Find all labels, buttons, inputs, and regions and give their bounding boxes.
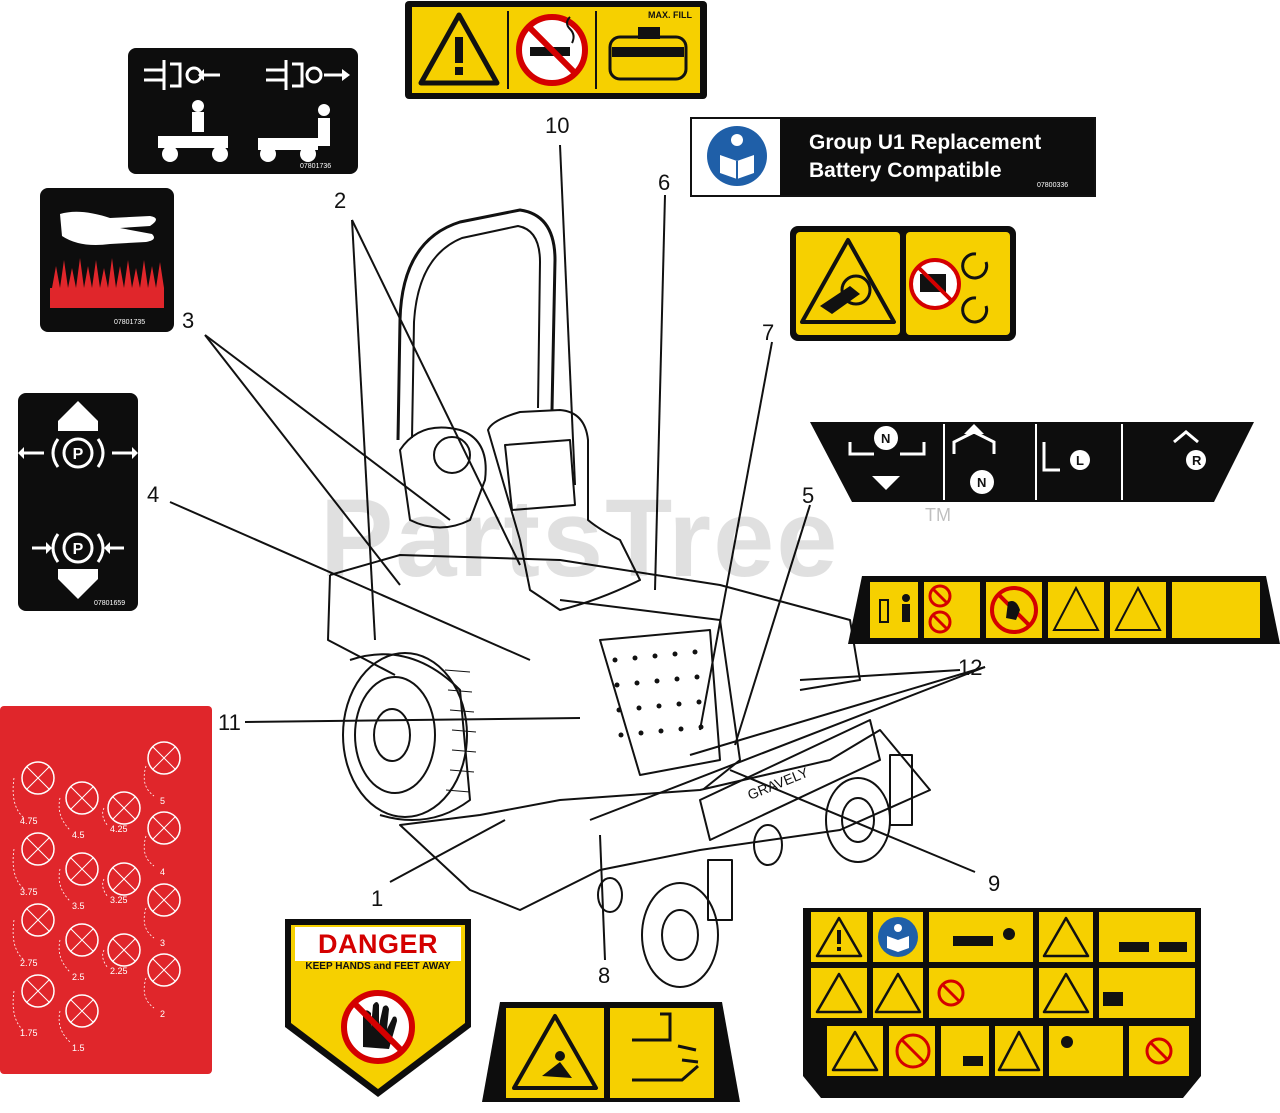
battery-decal: Group U1 Replacement Battery Compatible … — [690, 117, 1096, 197]
deck-lift-icon — [632, 1012, 699, 1082]
gauge-label-5: 5 — [160, 796, 166, 806]
callout-6: 6 — [658, 170, 671, 195]
gauge-label-4-5: 4.5 — [72, 830, 85, 840]
svg-text:P: P — [73, 446, 84, 463]
callout-4: 4 — [147, 482, 160, 507]
watermark: PartsTree — [320, 477, 840, 600]
trademark: TM — [925, 505, 951, 525]
gauge-label-4-25: 4.25 — [110, 824, 128, 834]
warning-triangle-icon — [418, 12, 500, 86]
gauge-label-3-5: 3.5 — [72, 901, 85, 911]
gauge-label-1-75: 1.75 — [20, 1028, 38, 1038]
no-hands-icon — [341, 990, 415, 1064]
gauge-label-3: 3 — [160, 938, 166, 948]
manual-icon — [878, 917, 918, 957]
hand-icon — [60, 211, 156, 245]
callout-10: 10 — [545, 113, 570, 138]
callout-1: 1 — [371, 886, 384, 911]
callout-7: 7 — [762, 320, 775, 345]
callout-8: 8 — [598, 963, 611, 988]
gauge-label-4: 4 — [160, 867, 166, 877]
operator-on-mower-icon — [158, 100, 228, 162]
callout-12: 12 — [958, 655, 983, 680]
danger-subtitle: KEEP HANDS and FEET AWAY — [305, 961, 451, 972]
danger-title: DANGER — [317, 929, 438, 959]
callout-11: 11 — [218, 710, 241, 735]
no-smoking-icon — [516, 14, 588, 86]
battery-line1: Group U1 Replacement — [809, 131, 1042, 154]
steer-label-r: R — [1192, 453, 1202, 468]
safety-strip-decal — [848, 574, 1280, 646]
parking-brake-decal: P P 07801659 — [18, 393, 138, 611]
battery-part-number: 07800336 — [1037, 182, 1069, 189]
foot-crush-decal — [482, 1000, 740, 1104]
gauge-label-4-75: 4.75 — [20, 816, 38, 826]
callout-9: 9 — [988, 871, 1001, 896]
gauge-label-1-5: 1.5 — [72, 1043, 85, 1053]
gauge-label-2: 2 — [160, 1009, 166, 1019]
svg-text:P: P — [73, 541, 84, 558]
hot-surface-decal: 07801735 — [40, 188, 174, 332]
heat-flames-icon — [50, 258, 164, 308]
gauge-label-3-75: 3.75 — [20, 887, 38, 897]
read-manual-icon — [707, 126, 767, 186]
hydro-part-number: 07801736 — [300, 163, 332, 170]
steer-label-l: L — [1076, 453, 1084, 468]
callout-5: 5 — [802, 483, 815, 508]
steer-label-n2: N — [977, 475, 987, 490]
gauge-label-2-5: 2.5 — [72, 972, 85, 982]
gauge-label-2-25: 2.25 — [110, 966, 128, 976]
callout-2: 2 — [334, 188, 347, 213]
crush-warning-icon — [512, 1014, 598, 1090]
brake-released-icon — [24, 437, 132, 469]
fuel-warning-decal: MAX. FILL — [405, 1, 707, 99]
brake-engaged-icon — [32, 532, 124, 564]
danger-decal: DANGER KEEP HANDS and FEET AWAY — [283, 917, 473, 1099]
steering-controls-decal: N N L R — [804, 420, 1260, 504]
steer-label-n1: N — [881, 431, 891, 446]
max-fill-label: MAX. FILL — [648, 10, 692, 20]
cut-height-gauge-decal: 4.75 3.75 2.75 1.75 4.5 3.5 2.5 1.5 5 4.… — [0, 706, 212, 1074]
callout-3: 3 — [182, 308, 195, 333]
operator-pushing-mower-icon — [258, 104, 330, 162]
belt-entanglement-decal — [790, 226, 1016, 341]
hydro-bypass-decal: 07801736 — [128, 48, 358, 174]
safety-panel-decal — [803, 906, 1201, 1100]
battery-line2: Battery Compatible — [809, 159, 1002, 182]
fuel-tank-icon — [608, 27, 688, 81]
stop-engine-icon — [909, 252, 989, 324]
hand-entanglement-icon — [800, 238, 896, 324]
gauge-label-2-75: 2.75 — [20, 958, 38, 968]
gauge-label-3-25: 3.25 — [110, 895, 128, 905]
park-part-number: 07801659 — [94, 600, 126, 607]
burn-part-number: 07801735 — [114, 319, 146, 326]
